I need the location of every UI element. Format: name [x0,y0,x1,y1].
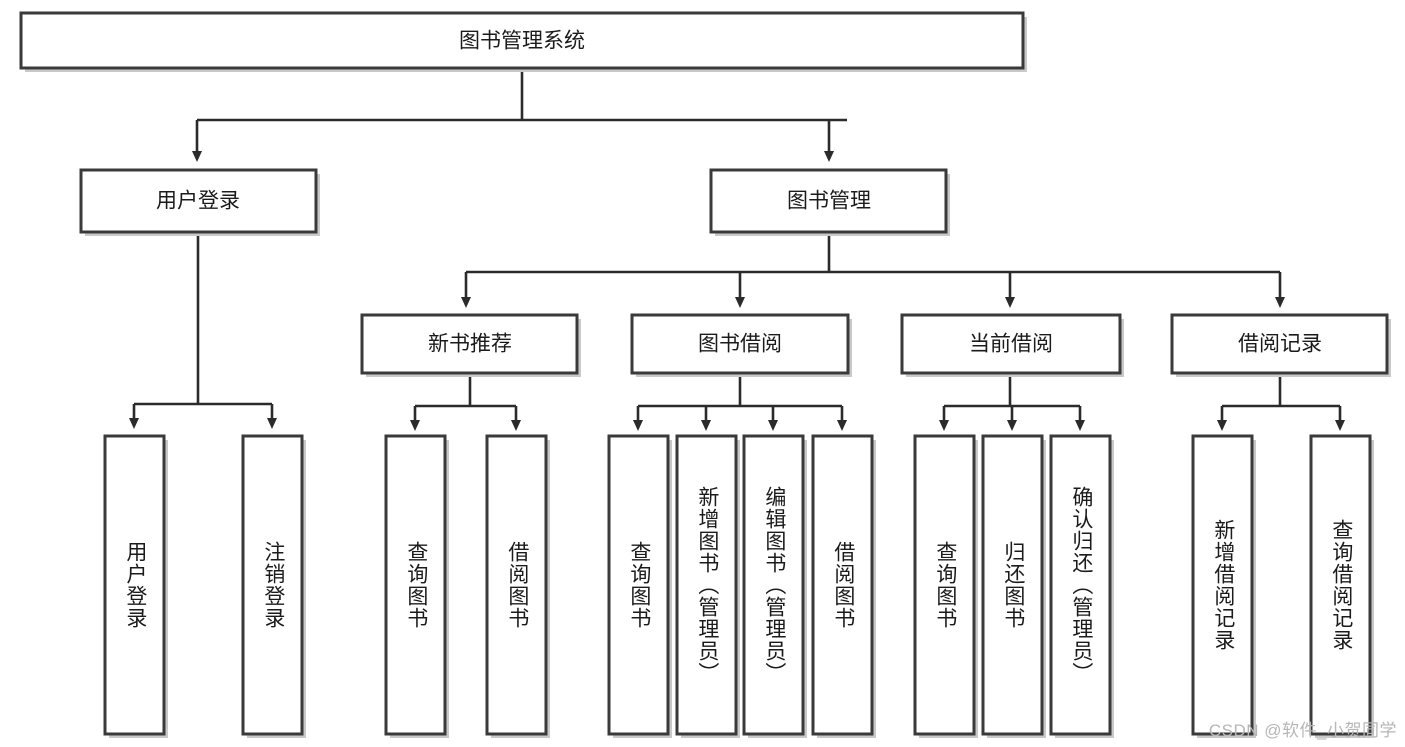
node-root-label: 图书管理系统 [459,30,585,53]
connector-bookborrow-to-leaves [633,375,847,431]
node-new-book-recommend[interactable]: 新书推荐 [360,313,581,377]
node-borrow-record-label: 借阅记录 [1238,333,1322,356]
node-borrow-record[interactable]: 借阅记录 [1170,313,1391,377]
leaf-user-login[interactable] [103,434,168,738]
connector-borrowrecord-to-leaves [1217,375,1345,431]
leaf-confirm-return-admin[interactable] [1049,434,1114,738]
node-book-borrow[interactable]: 图书借阅 [630,313,852,377]
connector-currentborrow-to-leaves [939,375,1085,431]
node-current-borrow[interactable]: 当前借阅 [900,313,1124,377]
node-book-management[interactable]: 图书管理 [709,168,950,236]
leaf-borrow-book[interactable] [811,434,876,738]
leaf-borrow-book-newbook[interactable] [485,434,550,738]
leaf-logout[interactable] [241,434,306,738]
node-user-login-label: 用户登录 [156,190,240,213]
leaf-query-borrow-record[interactable] [1309,434,1374,738]
leaf-add-book-admin[interactable] [675,434,740,738]
leaf-query-book-current[interactable] [913,434,978,738]
node-root[interactable]: 图书管理系统 [19,11,1027,72]
leaf-edit-book-admin[interactable] [742,434,807,738]
leaf-boxes [103,434,1374,738]
leaf-query-book-newbook[interactable] [384,434,449,738]
csdn-watermark: CSDN @软件_小贺同学 [1208,721,1397,740]
leaf-query-book-borrow[interactable] [607,434,672,738]
connector-root-to-level2 [192,68,847,162]
node-user-login[interactable]: 用户登录 [79,168,320,236]
node-book-borrow-label: 图书借阅 [698,333,782,356]
connector-newbook-to-leaves [410,375,521,431]
node-book-management-label: 图书管理 [787,190,871,213]
node-new-book-recommend-label: 新书推荐 [428,333,512,356]
leaf-add-borrow-record[interactable] [1191,434,1256,738]
connector-userlogin-to-leaves [129,232,277,429]
connector-bookmgmt-to-level3 [461,232,1285,308]
leaf-return-book[interactable] [981,434,1046,738]
node-current-borrow-label: 当前借阅 [969,333,1053,356]
